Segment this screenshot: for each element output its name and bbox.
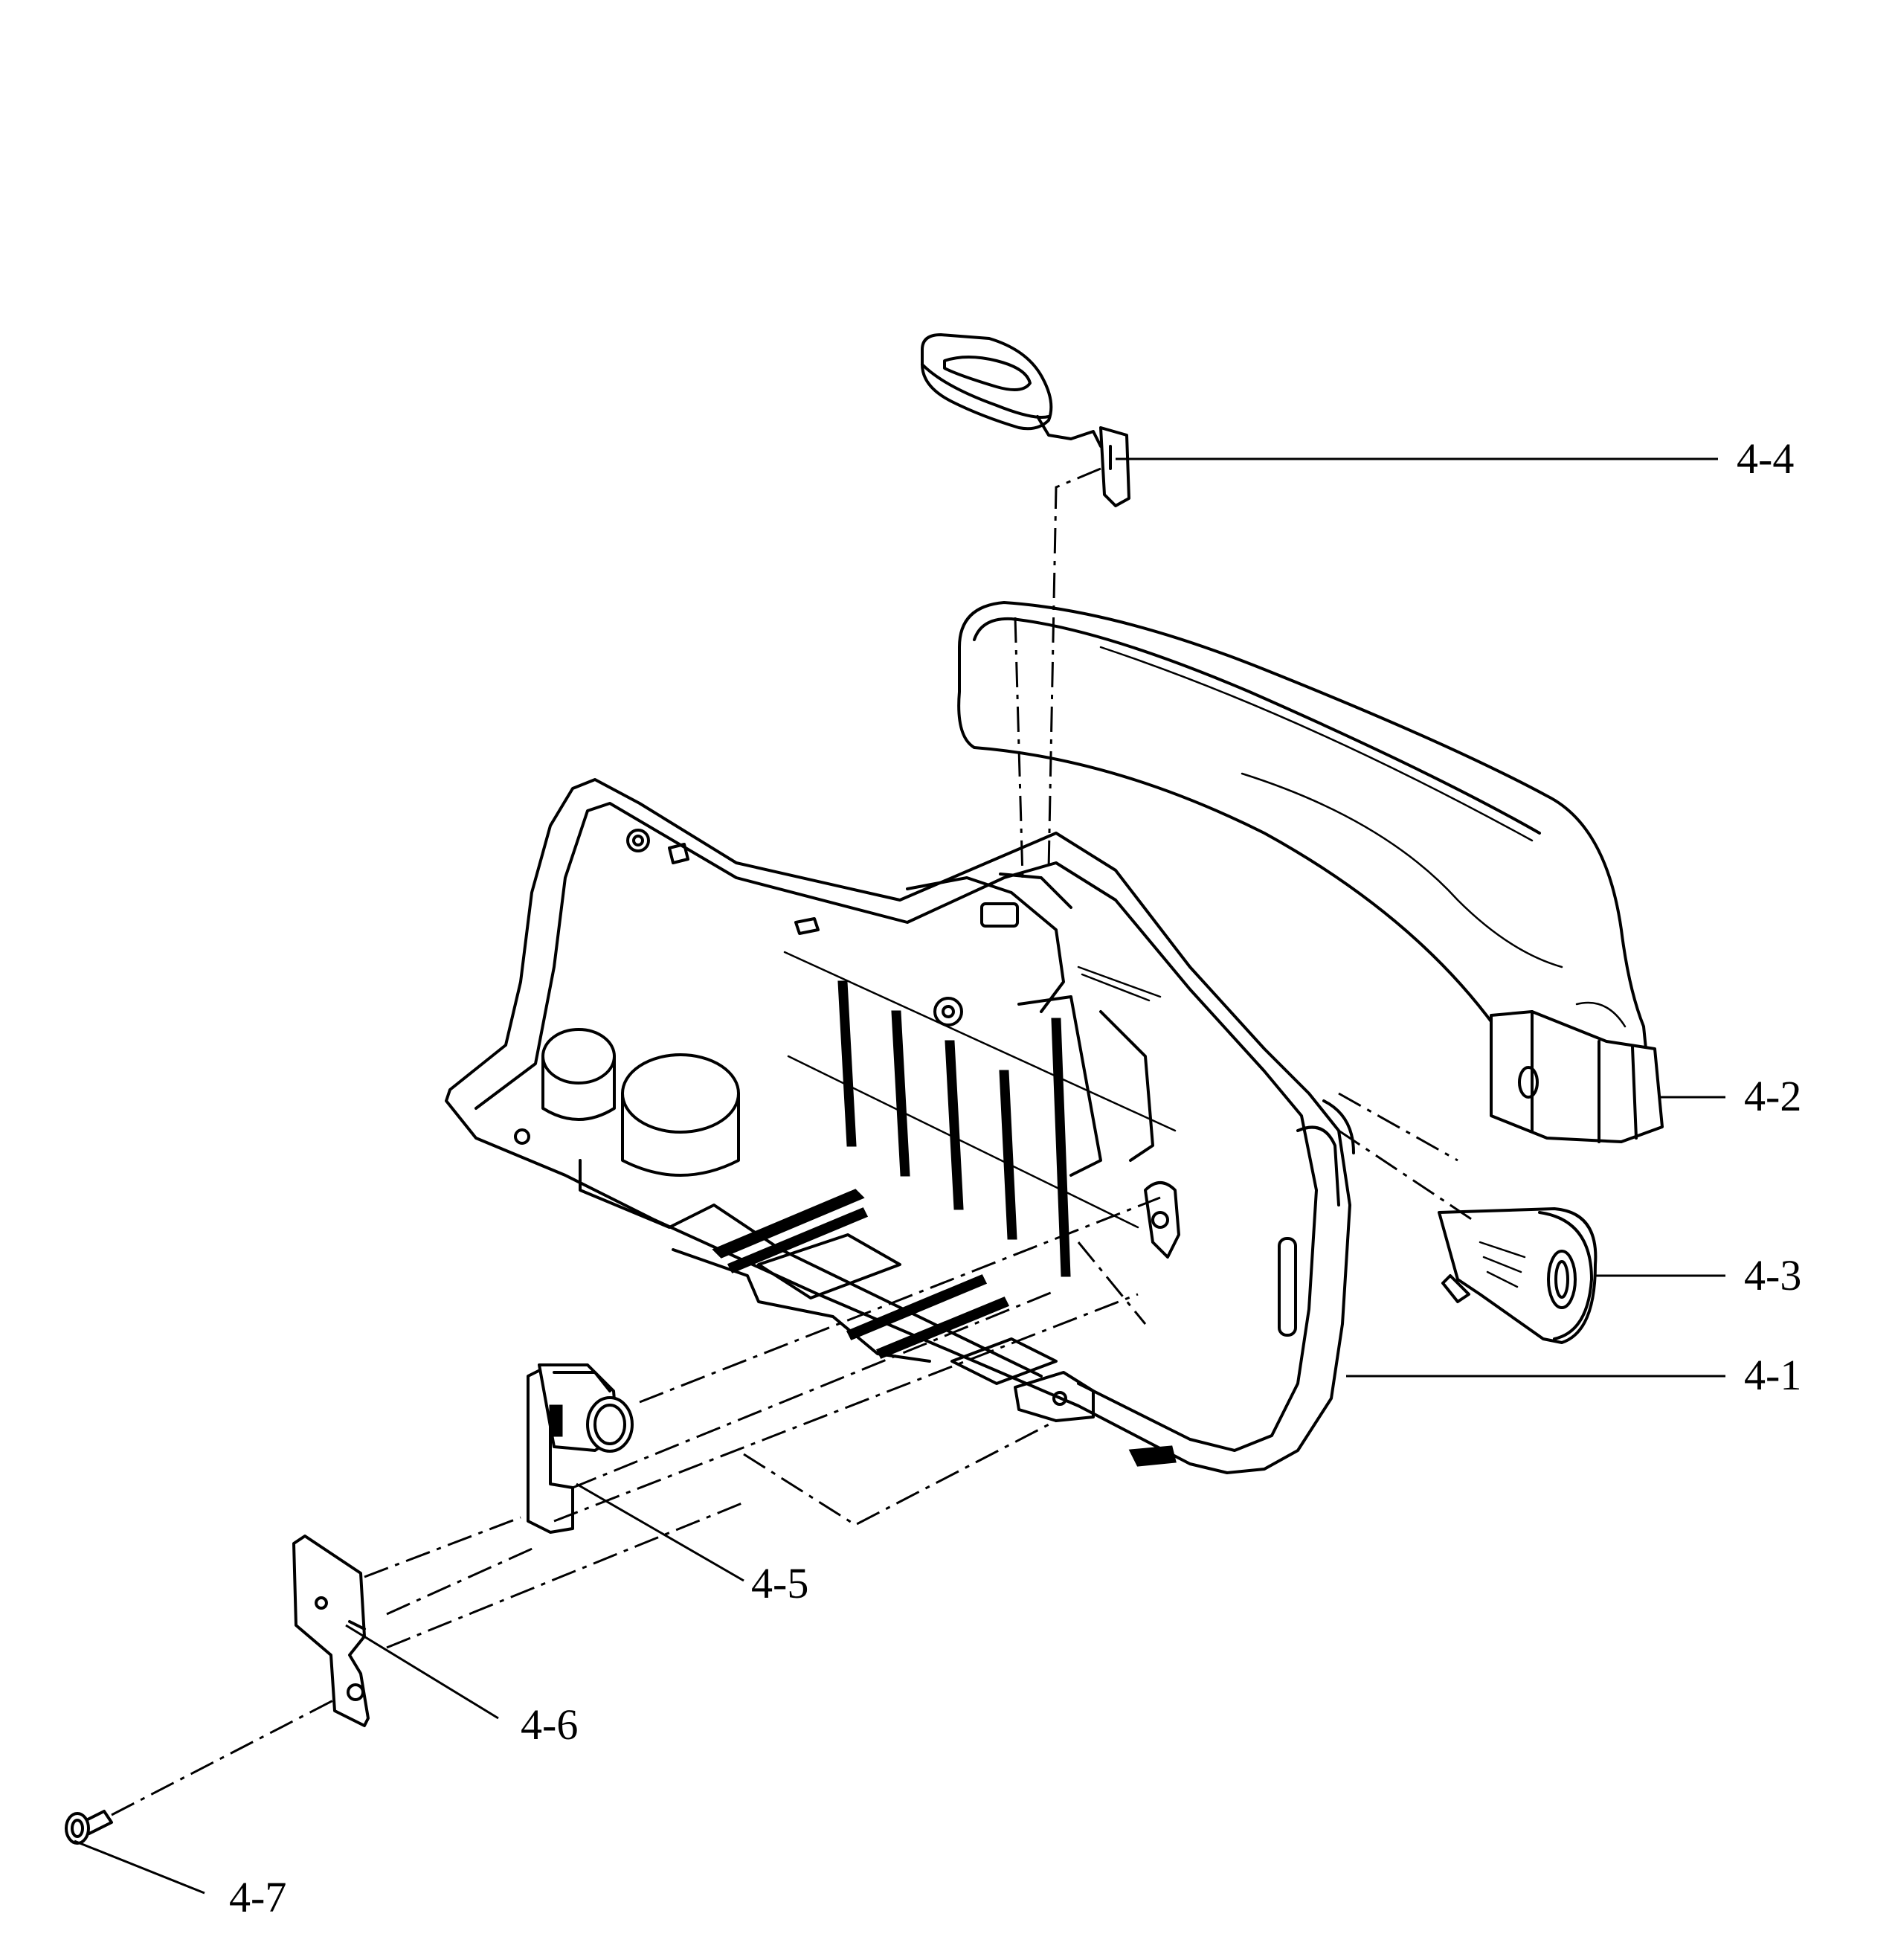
callout-4-2: 4-2 — [1744, 1072, 1802, 1120]
part-4-2-strap — [957, 601, 1664, 1143]
part-4-3-buckle — [1438, 1207, 1598, 1344]
callout-4-1: 4-1 — [1744, 1351, 1802, 1399]
part-4-4-clip — [921, 333, 1130, 507]
callout-4-5: 4-5 — [751, 1559, 809, 1607]
callout-4-6: 4-6 — [521, 1700, 579, 1749]
part-4-5-button — [527, 1363, 634, 1534]
callout-4-3: 4-3 — [1744, 1251, 1802, 1299]
callout-4-7: 4-7 — [229, 1873, 287, 1921]
callout-4-4: 4-4 — [1737, 434, 1795, 483]
part-4-1-housing — [445, 778, 1355, 1474]
leader-lines — [74, 457, 1725, 1895]
assembly-lines — [111, 467, 1473, 1816]
part-4-6-bracket — [292, 1535, 370, 1727]
part-4-7-screw — [65, 1810, 113, 1845]
